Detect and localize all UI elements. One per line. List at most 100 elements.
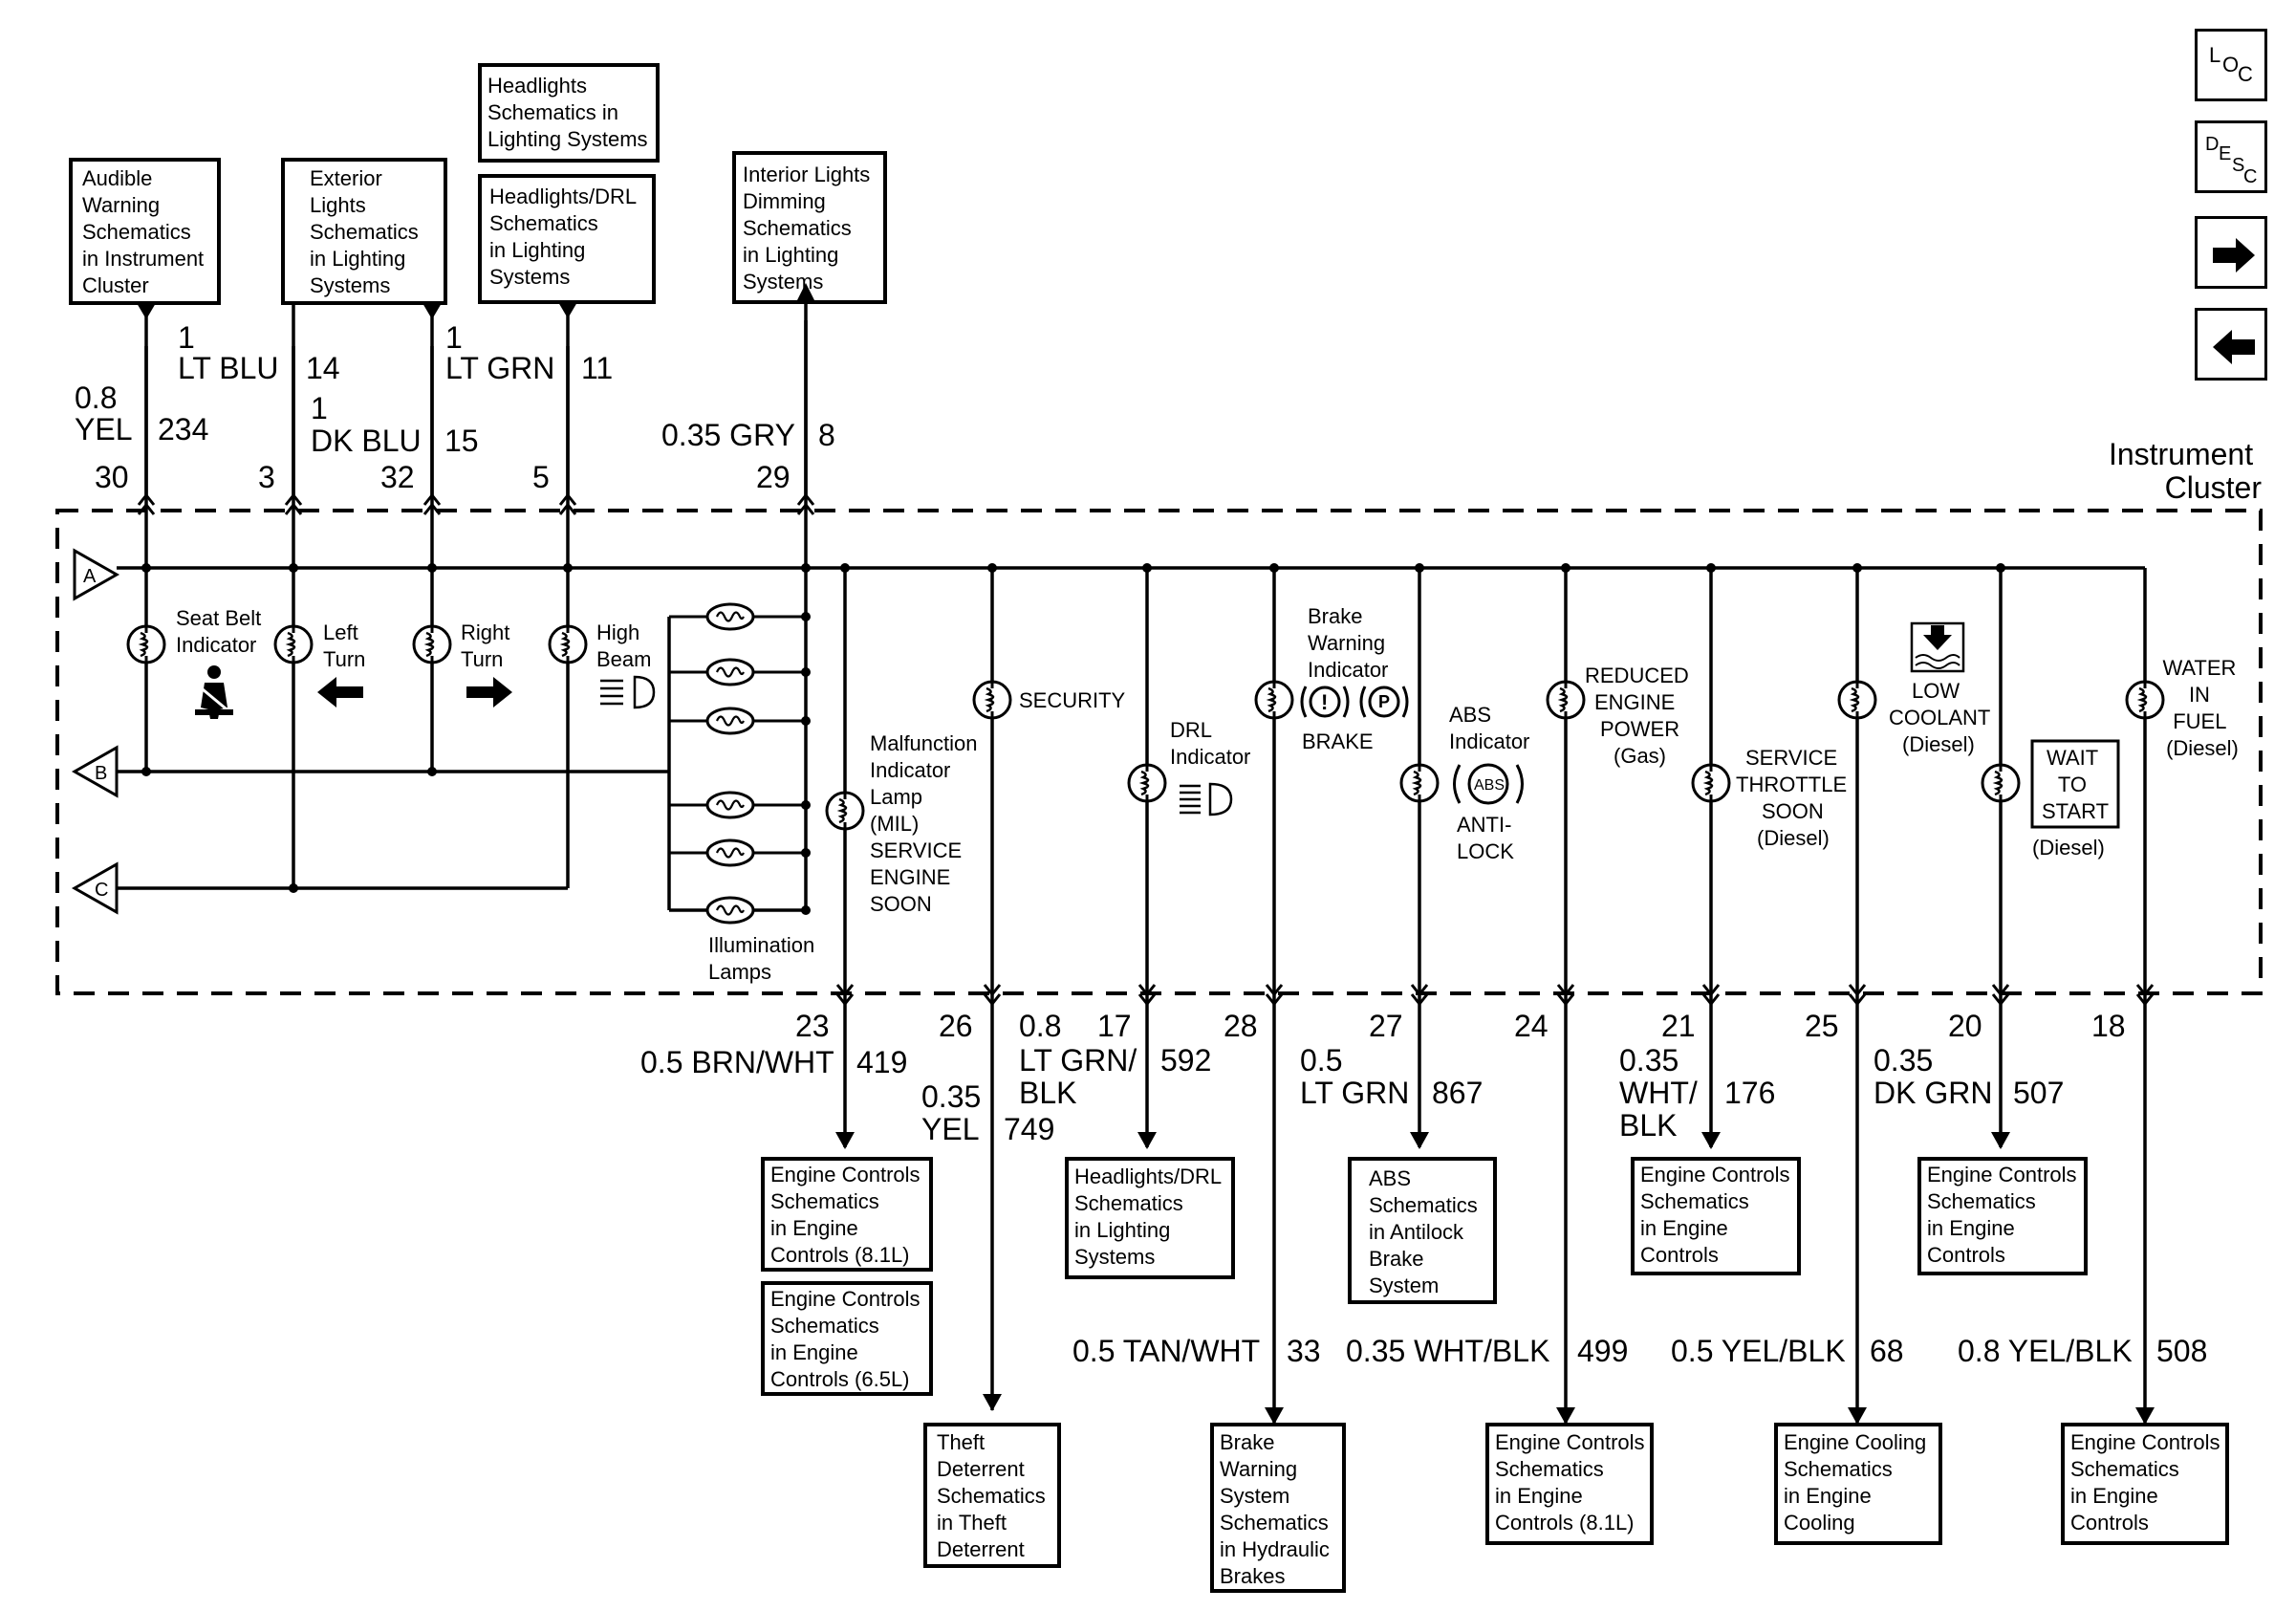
junction-dots bbox=[141, 563, 2005, 893]
box-brake-warning-system[interactable]: Brake Warning System Schematics in Hydra… bbox=[1210, 1423, 1346, 1593]
wire-23-circuit: 419 bbox=[856, 1045, 907, 1079]
wire-24-circuit: 499 bbox=[1577, 1334, 1628, 1368]
desc-button[interactable]: D E S C bbox=[2195, 120, 2267, 193]
loc-button[interactable]: L O C bbox=[2195, 29, 2267, 101]
top-arrows bbox=[137, 283, 815, 319]
antilock-label: ANTI- LOCK bbox=[1457, 813, 1518, 863]
svg-text:Schematics: Schematics bbox=[937, 1484, 1046, 1508]
wire-29-circuit: 8 bbox=[818, 418, 835, 452]
pin-23: 23 bbox=[795, 1009, 830, 1043]
wire-17-size: 0.8 bbox=[1019, 1009, 1061, 1043]
svg-text:Schematics: Schematics bbox=[2070, 1457, 2179, 1481]
svg-text:Schematics: Schematics bbox=[1220, 1511, 1329, 1535]
brake-exclaim-icon: ! bbox=[1321, 690, 1328, 714]
svg-text:in Engine: in Engine bbox=[2070, 1484, 2158, 1508]
left-arrow-icon bbox=[317, 677, 363, 708]
wait-to-start-bulb bbox=[1981, 763, 2021, 803]
svg-text:Controls: Controls bbox=[1640, 1243, 1719, 1267]
svg-text:Schematics: Schematics bbox=[1784, 1457, 1893, 1481]
svg-text:Schematics: Schematics bbox=[82, 220, 191, 244]
svg-text:WAIT TO START: WAIT TO START bbox=[2042, 746, 2109, 823]
svg-text:Controls (8.1L): Controls (8.1L) bbox=[1495, 1511, 1635, 1535]
illumination-lamp-6 bbox=[705, 896, 755, 925]
pin-17: 17 bbox=[1097, 1009, 1132, 1043]
svg-text:D: D bbox=[2205, 134, 2219, 155]
wire-30-color: YEL bbox=[75, 412, 132, 446]
box-engine-controls-18[interactable]: Engine Controls Schematics in Engine Con… bbox=[2061, 1423, 2229, 1545]
svg-text:in Lighting: in Lighting bbox=[743, 243, 838, 267]
svg-text:Systems: Systems bbox=[310, 273, 390, 297]
svg-text:S: S bbox=[2232, 155, 2244, 176]
svg-text:Systems: Systems bbox=[489, 265, 570, 289]
throttle-bulb bbox=[1691, 763, 1731, 803]
arrow-right-icon bbox=[2213, 238, 2255, 272]
box-engine-controls-81-b[interactable]: Engine Controls Schematics in Engine Con… bbox=[1485, 1423, 1654, 1545]
wire-20-color: DK GRN bbox=[1874, 1076, 1992, 1110]
svg-text:Schematics: Schematics bbox=[310, 220, 419, 244]
cluster-title: Instrument Cluster bbox=[2109, 437, 2262, 505]
box-exterior-lights[interactable]: Exterior Lights Schematics in Lighting S… bbox=[281, 158, 447, 305]
box-engine-cooling[interactable]: Engine Cooling Schematics in Engine Cool… bbox=[1774, 1423, 1942, 1545]
box-audible-warning[interactable]: Audible Warning Schematics in Instrument… bbox=[69, 158, 221, 305]
svg-text:Systems: Systems bbox=[1074, 1245, 1155, 1269]
svg-text:in Lighting: in Lighting bbox=[310, 247, 405, 271]
bottom-wire-labels: 23 0.5 BRN/WHT 419 26 0.35 YEL 749 0.8 1… bbox=[640, 1009, 2207, 1368]
box-engine-controls-20[interactable]: Engine Controls Schematics in Engine Con… bbox=[1917, 1157, 2088, 1275]
wire-23-label: 0.5 BRN/WHT bbox=[640, 1045, 834, 1079]
svg-text:Engine Controls: Engine Controls bbox=[1927, 1163, 2077, 1186]
box-engine-controls-21[interactable]: Engine Controls Schematics in Engine Con… bbox=[1631, 1157, 1801, 1275]
pin-21: 21 bbox=[1661, 1009, 1696, 1043]
box-interior-lights-dimming[interactable]: Interior Lights Dimming Schematics in Li… bbox=[732, 151, 887, 304]
svg-text:B: B bbox=[95, 763, 107, 784]
wire-3-size: 1 bbox=[178, 320, 195, 355]
svg-text:ABS: ABS bbox=[1369, 1166, 1411, 1190]
wire-5-circuit: 11 bbox=[581, 351, 613, 385]
svg-text:Systems: Systems bbox=[743, 270, 823, 294]
box-headlights-drl-top[interactable]: Headlights/DRL Schematics in Lighting Sy… bbox=[478, 174, 656, 304]
svg-text:Controls (6.5L): Controls (6.5L) bbox=[770, 1367, 910, 1391]
wire-25-label: 0.5 YEL/BLK bbox=[1671, 1334, 1846, 1368]
box-headlights-drl-bottom[interactable]: Headlights/DRL Schematics in Lighting Sy… bbox=[1065, 1157, 1235, 1279]
high-beam-label: High Beam bbox=[596, 620, 651, 671]
previous-page-button[interactable] bbox=[2195, 308, 2267, 381]
svg-text:O: O bbox=[2222, 53, 2239, 76]
svg-text:in Engine: in Engine bbox=[770, 1216, 858, 1240]
pin-20: 20 bbox=[1948, 1009, 1982, 1043]
wait-to-start-note: (Diesel) bbox=[2032, 836, 2105, 860]
wire-30-circuit: 234 bbox=[158, 412, 208, 446]
wait-to-start-box: WAIT TO START bbox=[2030, 739, 2120, 829]
next-page-button[interactable] bbox=[2195, 216, 2267, 289]
pin-25: 25 bbox=[1805, 1009, 1839, 1043]
wire-21-circuit: 176 bbox=[1724, 1076, 1775, 1110]
svg-text:Schematics: Schematics bbox=[770, 1314, 879, 1338]
pin-32: 32 bbox=[380, 460, 415, 494]
svg-text:Warning: Warning bbox=[1220, 1457, 1297, 1481]
box-engine-controls-65[interactable]: Engine Controls Schematics in Engine Con… bbox=[761, 1281, 933, 1396]
coolant-bulb bbox=[1837, 680, 1877, 720]
service-throttle-soon-label: SERVICE THROTTLE SOON (Diesel) bbox=[1736, 746, 1852, 850]
svg-text:Headlights/DRL: Headlights/DRL bbox=[489, 185, 637, 208]
security-bulb bbox=[972, 680, 1012, 720]
abs-indicator-label: ABS Indicator bbox=[1449, 703, 1529, 753]
connector-c: C bbox=[71, 861, 119, 915]
svg-text:Deterrent: Deterrent bbox=[937, 1537, 1025, 1561]
svg-text:Deterrent: Deterrent bbox=[937, 1457, 1025, 1481]
illumination-lamp-5 bbox=[705, 838, 755, 867]
svg-text:in Engine: in Engine bbox=[1927, 1216, 2015, 1240]
svg-text:in Engine: in Engine bbox=[1495, 1484, 1583, 1508]
water-in-fuel-label: WATER IN FUEL (Diesel) bbox=[2162, 656, 2242, 760]
svg-text:Interior Lights: Interior Lights bbox=[743, 163, 870, 186]
wire-21-color2: BLK bbox=[1619, 1108, 1677, 1143]
svg-text:Brake: Brake bbox=[1369, 1247, 1423, 1271]
wire-5-color: LT GRN bbox=[445, 351, 554, 385]
box-abs-antilock[interactable]: ABS Schematics in Antilock Brake System bbox=[1348, 1157, 1497, 1304]
box-headlights-lighting[interactable]: Headlights Schematics in Lighting System… bbox=[478, 63, 660, 163]
svg-text:Headlights/DRL: Headlights/DRL bbox=[1074, 1165, 1222, 1188]
box-engine-controls-81-a[interactable]: Engine Controls Schematics in Engine Con… bbox=[761, 1157, 933, 1272]
brake-bulb bbox=[1254, 680, 1294, 720]
svg-text:Controls (8.1L): Controls (8.1L) bbox=[770, 1243, 910, 1267]
reduced-power-bulb bbox=[1546, 680, 1586, 720]
box-theft-deterrent[interactable]: Theft Deterrent Schematics in Theft Dete… bbox=[923, 1423, 1061, 1568]
svg-text:in Instrument: in Instrument bbox=[82, 247, 204, 271]
wire-21-color1: WHT/ bbox=[1619, 1076, 1698, 1110]
